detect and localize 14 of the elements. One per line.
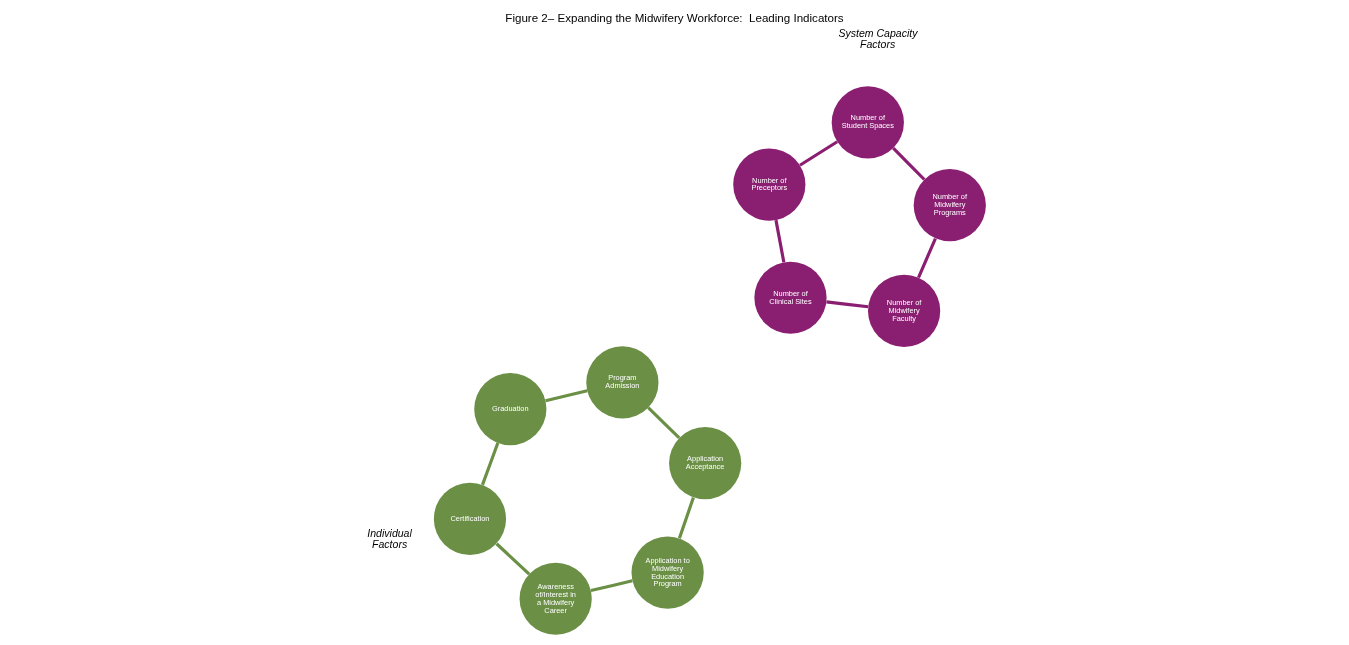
- connector: [495, 542, 531, 576]
- connector: [590, 579, 633, 593]
- connector: [774, 219, 786, 263]
- label: Individual Factors: [367, 527, 412, 550]
- connector: [677, 496, 695, 539]
- connector: [480, 442, 500, 486]
- connector: [799, 140, 839, 167]
- connector: [545, 389, 588, 403]
- diagram-title: Figure 2– Expanding the Midwifery Workforce: Leading Indicators: [505, 11, 844, 24]
- connector: [826, 300, 869, 309]
- connector: [892, 147, 926, 181]
- label: System Capacity Factors: [838, 27, 918, 50]
- connector: [917, 237, 937, 279]
- connector: [647, 406, 681, 440]
